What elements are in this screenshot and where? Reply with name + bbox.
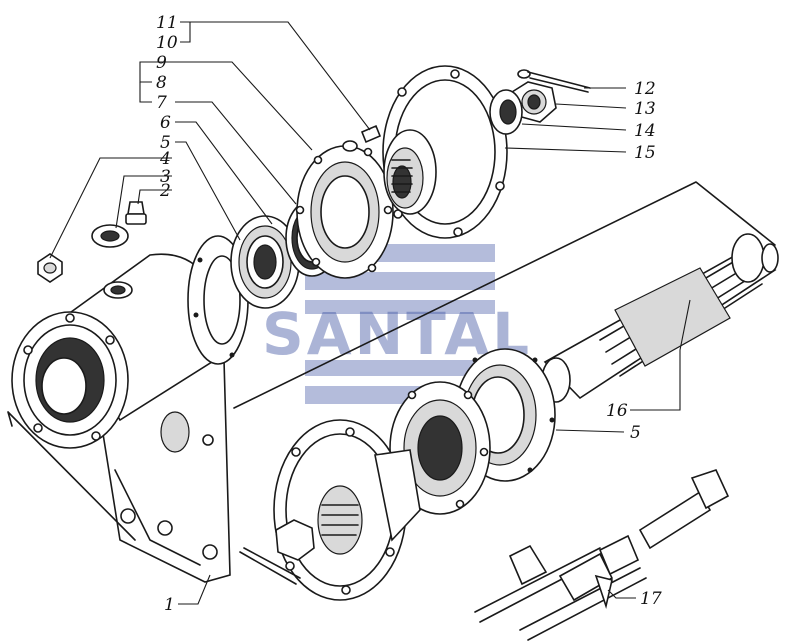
callout-2: 2: [159, 181, 171, 201]
callout-10: 10: [156, 33, 178, 53]
callout-7: 7: [156, 93, 167, 113]
callout-5-lower: 5: [630, 423, 641, 443]
callout-1: 1: [164, 595, 175, 615]
castle-nut-part-13: [511, 81, 557, 123]
callout-13: 13: [634, 99, 656, 119]
washer-part-14: [489, 89, 523, 135]
drain-plug-part-4: [37, 253, 63, 283]
cotter-pin-part-12: [517, 69, 591, 93]
splined-shaft-part-16: [541, 233, 779, 403]
callout-3: 3: [160, 167, 171, 187]
callout-17: 17: [640, 589, 662, 609]
callout-6: 6: [160, 113, 171, 133]
callout-labels: 11 10 9 8 7 6 5 4 3 2 12 13 14 15 16 5 1…: [156, 13, 662, 615]
callout-15: 15: [634, 143, 656, 163]
callout-16: 16: [606, 401, 628, 421]
callout-5-upper: 5: [160, 133, 171, 153]
callout-4: 4: [159, 149, 171, 169]
callout-11: 11: [156, 13, 178, 33]
callout-12: 12: [634, 79, 656, 99]
lower-flange-yoke: [239, 419, 421, 601]
callout-9: 9: [156, 53, 167, 73]
cover-part-9: [295, 145, 394, 279]
plug-part-3: [91, 224, 129, 248]
bearing-part-6: [230, 215, 300, 309]
propeller-shaft-part-17: [474, 469, 730, 641]
leader-lines: [49, 21, 691, 605]
bolt-part-11: [342, 124, 382, 152]
flange-yoke-part-15: [382, 65, 508, 239]
callout-8: 8: [156, 73, 167, 93]
breather-part-2: [125, 201, 147, 225]
callout-14: 14: [634, 121, 656, 141]
housing-part-1: [11, 253, 231, 583]
